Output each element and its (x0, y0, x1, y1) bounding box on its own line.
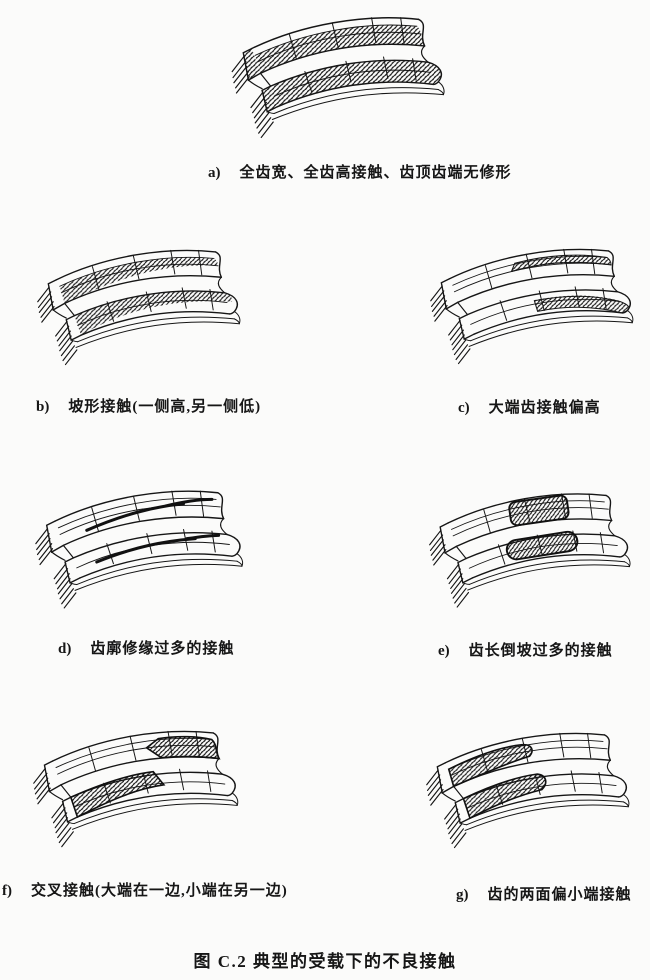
figure-d-label: d) (58, 641, 72, 657)
figure-b-illustration (32, 242, 254, 368)
figure-b-caption-text: 坡形接触(一侧高,另一侧低) (68, 399, 262, 415)
gear-contact-drawing-f (33, 730, 239, 848)
figure-c-label: c) (458, 400, 470, 416)
figure-f-label: f) (2, 883, 12, 899)
gear-contact-drawing-c (430, 248, 634, 365)
figure-g-illustration (421, 723, 643, 853)
gear-contact-drawing-g (426, 732, 630, 849)
figure-title: 图 C.2 典型的受载下的不良接触 (193, 952, 457, 971)
figure-a-label: a) (208, 165, 221, 181)
figure-f-illustration (28, 720, 252, 853)
figure-e-label: e) (438, 643, 450, 659)
figure-e-caption-text: 齿长倒坡过多的接触 (468, 643, 613, 659)
figure-d-caption: d) 齿廓修缘过多的接触 (58, 637, 234, 658)
gear-contact-drawing-a (231, 16, 445, 139)
figure-d-caption-text: 齿廓修缘过多的接触 (90, 641, 235, 657)
gear-segment-base (35, 490, 244, 609)
figure-g-label: g) (456, 887, 469, 903)
figure-c-caption-text: 大端齿接触偏高 (488, 400, 601, 416)
figure-a-caption: a) 全齿宽、全齿高接触、齿顶齿端无修形 (208, 161, 512, 182)
gear-contact-drawing-b (37, 249, 241, 366)
figure-f-caption: f) 交叉接触(大端在一边,小端在另一边) (2, 879, 288, 900)
figure-b-caption: b) 坡形接触(一侧高,另一侧低) (36, 395, 261, 416)
figure-b-label: b) (36, 399, 50, 415)
figure-g-caption-text: 齿的两面偏小端接触 (487, 887, 632, 903)
figure-c-caption: c) 大端齿接触偏高 (458, 396, 601, 417)
gear-contact-drawing-e (428, 493, 631, 608)
gear-contact-drawing-d (35, 490, 244, 609)
figure-e-caption: e) 齿长倒坡过多的接触 (438, 639, 613, 660)
figure-a-caption-text: 全齿宽、全齿高接触、齿顶齿端无修形 (239, 165, 512, 181)
figure-e-illustration (424, 484, 644, 612)
figure-f-caption-text: 交叉接触(大端在一边,小端在另一边) (31, 883, 288, 899)
figure-d-illustration (30, 481, 257, 613)
figure-a-illustration (225, 10, 460, 140)
figure-c-illustration (425, 242, 647, 366)
figure-g-caption: g) 齿的两面偏小端接触 (456, 883, 632, 904)
